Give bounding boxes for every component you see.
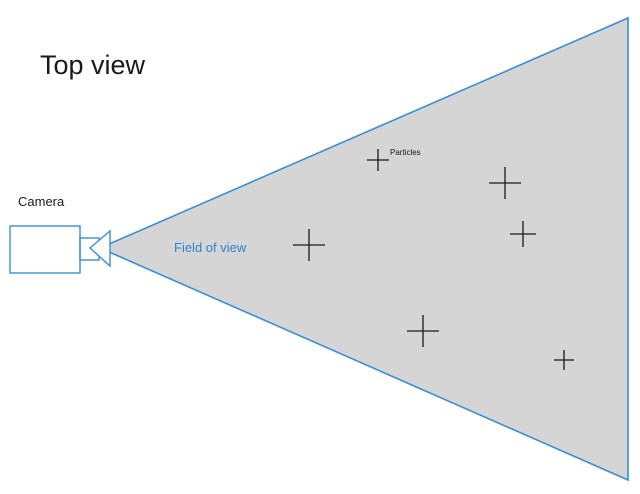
particle-marker-icon [367, 149, 389, 171]
particle-marker-icon [510, 221, 536, 247]
camera-body [9, 225, 81, 274]
particle-marker-icon [554, 350, 574, 370]
particle-marker-icon [489, 167, 521, 199]
field-of-view-label: Field of view [174, 240, 247, 255]
diagram-title: Top view [40, 50, 146, 80]
camera-icon [9, 225, 111, 274]
field-of-view-cone [98, 16, 629, 482]
particle-marker-icon [407, 315, 439, 347]
particles-group [293, 149, 574, 370]
particle-marker-icon [293, 229, 325, 261]
particles-label: Particles [390, 148, 421, 157]
lens-icon [88, 229, 111, 268]
camera-label: Camera [18, 194, 65, 209]
